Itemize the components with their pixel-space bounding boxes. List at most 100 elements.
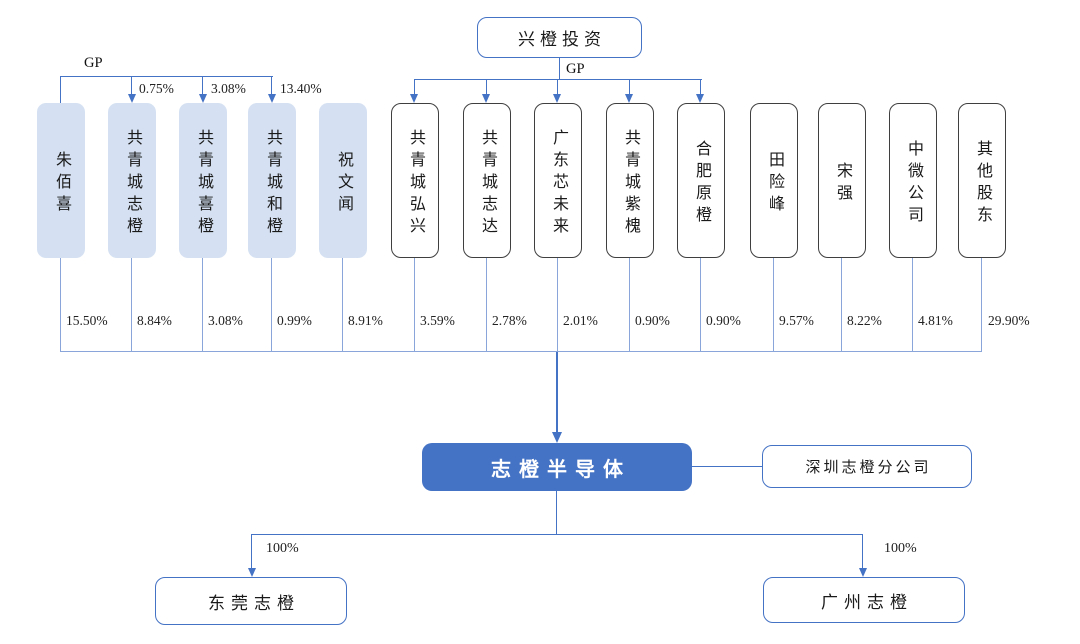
shareholder-name: 其他股东 xyxy=(974,139,991,228)
node-guangzhou-zhicheng: 广州志橙 xyxy=(763,577,965,623)
node-label: 深圳志橙分公司 xyxy=(805,460,932,476)
arrowhead-icon xyxy=(551,432,562,443)
ownership-pct-label: 100% xyxy=(266,541,299,556)
connector-line xyxy=(414,79,416,95)
node-label: 广州志橙 xyxy=(821,592,913,612)
connector-line xyxy=(629,79,631,95)
node-xingcheng-investment: 兴橙投资 xyxy=(477,17,642,58)
shareholder-node-gqc-zihuai: 共青城紫槐 xyxy=(606,103,654,258)
connector-line xyxy=(700,258,702,352)
connector-line xyxy=(342,258,344,352)
connector-line xyxy=(557,79,559,95)
shareholder-node-tian-xianfeng: 田险峰 xyxy=(750,103,798,258)
shareholder-name: 共青城志达 xyxy=(479,128,496,239)
connector-line xyxy=(862,534,864,569)
arrowhead-icon xyxy=(858,568,867,577)
shareholder-name: 朱佰喜 xyxy=(53,150,70,217)
shareholder-name: 宋强 xyxy=(834,161,851,206)
shareholder-name: 共青城弘兴 xyxy=(407,128,424,239)
ownership-pct-label: 0.90% xyxy=(706,313,741,328)
shareholder-node-zhu-wenwen: 祝文闻 xyxy=(319,103,367,258)
shareholder-node-zhongwei-company: 中微公司 xyxy=(889,103,937,258)
shareholder-name: 共青城喜橙 xyxy=(195,128,212,239)
ownership-pct-label: 3.08% xyxy=(208,313,243,328)
connector-line xyxy=(271,76,273,95)
connector-line xyxy=(556,491,558,535)
arrowhead-icon xyxy=(410,94,418,103)
connector-line xyxy=(202,258,204,352)
arrowhead-icon xyxy=(553,94,561,103)
ownership-pct-label: 2.01% xyxy=(563,313,598,328)
connector-line xyxy=(131,258,133,352)
shareholder-name: 共青城和橙 xyxy=(264,128,281,239)
arrowhead-icon xyxy=(625,94,633,103)
shareholder-node-hefei-yuancheng: 合肥原橙 xyxy=(677,103,725,258)
connector-line xyxy=(629,258,631,352)
shareholder-node-song-qiang: 宋强 xyxy=(818,103,866,258)
shareholder-node-other-shareholders: 其他股东 xyxy=(958,103,1006,258)
connector-line xyxy=(557,258,559,352)
shareholder-name: 合肥原橙 xyxy=(693,139,710,228)
arrowhead-icon xyxy=(199,94,207,103)
shareholder-name: 共青城紫槐 xyxy=(622,128,639,239)
connector-line xyxy=(60,76,273,78)
shareholder-node-gqc-zhida: 共青城志达 xyxy=(463,103,511,258)
connector-line xyxy=(251,534,253,569)
gp-label-center: GP xyxy=(566,61,585,77)
connector-line xyxy=(271,258,273,352)
gp-pct-label: 0.75% xyxy=(139,81,174,96)
connector-line xyxy=(131,76,133,95)
ownership-pct-label: 29.90% xyxy=(988,313,1030,328)
connector-line xyxy=(486,258,488,352)
ownership-pct-label: 0.99% xyxy=(277,313,312,328)
gp-label-left: GP xyxy=(84,55,103,71)
shareholder-node-gqc-hecheng: 共青城和橙 xyxy=(248,103,296,258)
shareholder-node-zhu-baixi: 朱佰喜 xyxy=(37,103,85,258)
ownership-pct-label: 8.84% xyxy=(137,313,172,328)
connector-line xyxy=(60,76,62,104)
ownership-pct-label: 100% xyxy=(884,541,917,556)
gp-pct-label: 3.08% xyxy=(211,81,246,96)
connector-line xyxy=(251,534,863,536)
shareholder-name: 田险峰 xyxy=(766,150,783,217)
arrowhead-icon xyxy=(482,94,490,103)
shareholder-name: 共青城志橙 xyxy=(124,128,141,239)
ownership-pct-label: 15.50% xyxy=(66,313,108,328)
ownership-pct-label: 4.81% xyxy=(918,313,953,328)
node-label: 志橙半导体 xyxy=(491,458,631,481)
connector-line xyxy=(60,258,62,352)
arrowhead-icon xyxy=(696,94,704,103)
connector-line xyxy=(414,258,416,352)
arrowhead-icon xyxy=(128,94,136,103)
node-dongguan-zhicheng: 东莞志橙 xyxy=(155,577,347,625)
shareholder-node-gqc-xicheng: 共青城喜橙 xyxy=(179,103,227,258)
node-shenzhen-branch: 深圳志橙分公司 xyxy=(762,445,972,488)
connector-line xyxy=(773,258,775,352)
connector-bus-line xyxy=(60,351,982,353)
connector-line xyxy=(981,258,983,352)
gp-pct-label: 13.40% xyxy=(280,81,322,96)
ownership-pct-label: 0.90% xyxy=(635,313,670,328)
node-label: 兴橙投资 xyxy=(518,30,606,49)
connector-line xyxy=(556,352,558,434)
node-zhicheng-semiconductor: 志橙半导体 xyxy=(422,443,692,491)
ownership-pct-label: 9.57% xyxy=(779,313,814,328)
ownership-pct-label: 2.78% xyxy=(492,313,527,328)
node-label: 东莞志橙 xyxy=(208,593,300,613)
ownership-pct-label: 8.22% xyxy=(847,313,882,328)
shareholder-name: 祝文闻 xyxy=(335,150,352,217)
connector-line xyxy=(700,79,702,95)
shareholder-node-gqc-hongxing: 共青城弘兴 xyxy=(391,103,439,258)
connector-line xyxy=(486,79,488,95)
connector-line xyxy=(559,58,561,80)
connector-line xyxy=(202,76,204,95)
connector-line xyxy=(841,258,843,352)
ownership-pct-label: 3.59% xyxy=(420,313,455,328)
ownership-pct-label: 8.91% xyxy=(348,313,383,328)
connector-line xyxy=(692,466,762,468)
arrowhead-icon xyxy=(247,568,256,577)
shareholder-name: 中微公司 xyxy=(905,139,922,228)
shareholder-node-gqc-zhicheng: 共青城志橙 xyxy=(108,103,156,258)
arrowhead-icon xyxy=(268,94,276,103)
